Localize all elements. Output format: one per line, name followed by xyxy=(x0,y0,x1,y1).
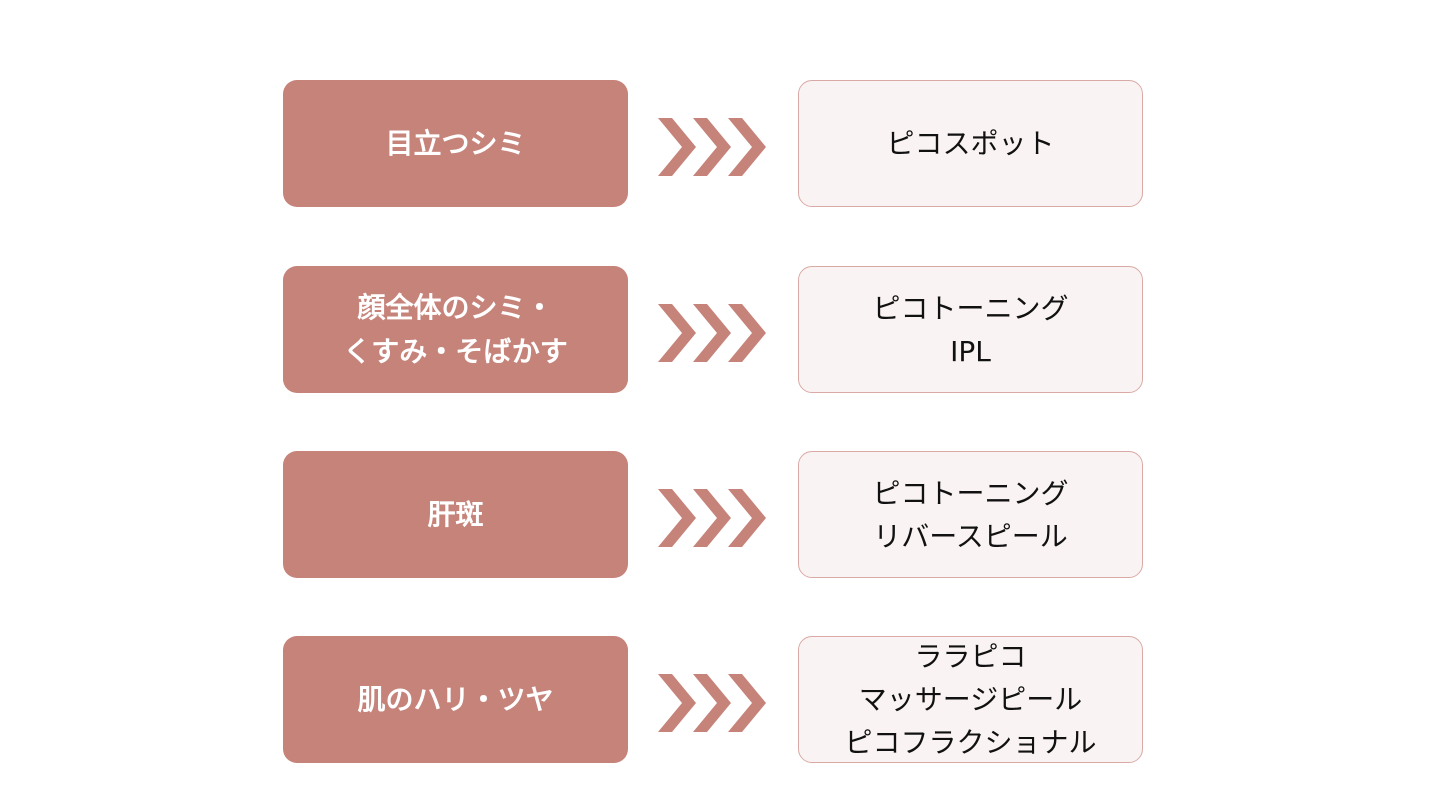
chevron-icon xyxy=(658,304,696,362)
treatment-label: ピコトーニング xyxy=(872,291,1069,325)
chevron-icon xyxy=(693,489,731,547)
problem-box: 目立つシミ xyxy=(283,80,628,207)
problem-label: くすみ・そばかす xyxy=(343,334,568,368)
treatment-label: IPL xyxy=(950,334,991,368)
chevron-icon xyxy=(728,304,766,362)
treatment-label: ララピコ xyxy=(914,640,1027,673)
treatment-label: ピコトーニング xyxy=(872,476,1069,510)
problem-box: 肌のハリ・ツヤ xyxy=(283,636,628,763)
treatment-label: ピコスポット xyxy=(886,127,1055,160)
chevron-icon xyxy=(693,674,731,732)
row-2: 肝斑 ピコトーニング リバースピール xyxy=(0,451,1440,578)
row-0: 目立つシミ ピコスポット xyxy=(0,80,1440,207)
chevron-icon xyxy=(658,118,696,176)
problem-label: 肌のハリ・ツヤ xyxy=(357,682,554,716)
row-1: 顔全体のシミ・ くすみ・そばかす ピコトーニング IPL xyxy=(0,266,1440,393)
chevron-icon xyxy=(728,489,766,547)
problem-label: 顔全体のシミ・ xyxy=(357,290,554,324)
treatment-box: ピコトーニング IPL xyxy=(798,266,1143,393)
chevron-icon xyxy=(693,304,731,362)
treatment-box: ピコスポット xyxy=(798,80,1143,207)
problem-box: 顔全体のシミ・ くすみ・そばかす xyxy=(283,266,628,393)
chevron-icon xyxy=(728,674,766,732)
treatment-label: マッサージピール xyxy=(858,683,1083,716)
treatment-box: ピコトーニング リバースピール xyxy=(798,451,1143,578)
problem-label: 目立つシミ xyxy=(385,126,526,160)
chevron-icon xyxy=(658,674,696,732)
triple-chevron-arrow-icon xyxy=(658,489,766,547)
row-3: 肌のハリ・ツヤ ララピコ マッサージピール ピコフラクショナル xyxy=(0,636,1440,763)
chevron-icon xyxy=(693,118,731,176)
treatment-label: ピコフラクショナル xyxy=(844,726,1097,759)
treatment-label: リバースピール xyxy=(873,519,1068,553)
triple-chevron-arrow-icon xyxy=(658,304,766,362)
chevron-icon xyxy=(658,489,696,547)
triple-chevron-arrow-icon xyxy=(658,118,766,176)
triple-chevron-arrow-icon xyxy=(658,674,766,732)
treatment-box: ララピコ マッサージピール ピコフラクショナル xyxy=(798,636,1143,763)
chevron-icon xyxy=(728,118,766,176)
problem-box: 肝斑 xyxy=(283,451,628,578)
problem-label: 肝斑 xyxy=(427,497,484,531)
